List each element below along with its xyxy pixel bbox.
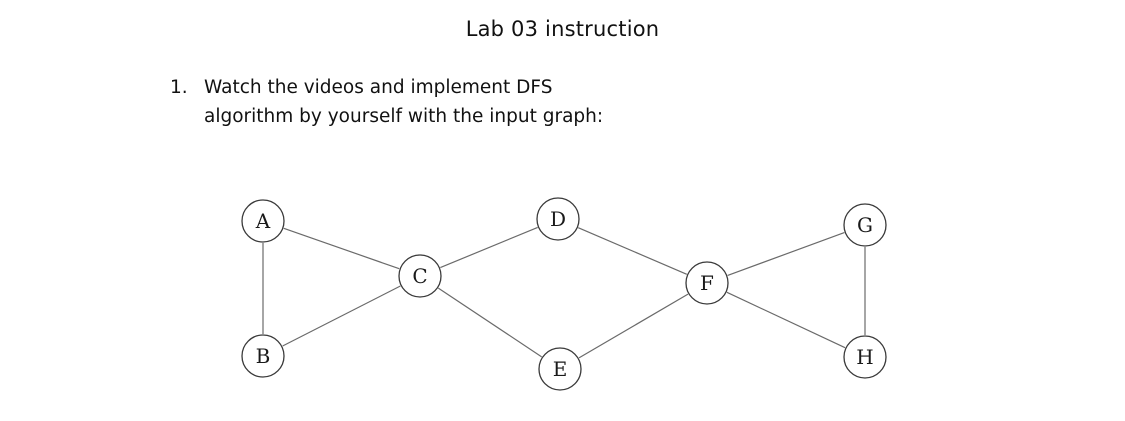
node-circle xyxy=(685,261,729,305)
node-label: E xyxy=(553,357,568,381)
node-b: B xyxy=(241,334,285,378)
edge-c-e xyxy=(437,287,543,358)
node-label: F xyxy=(700,271,714,295)
node-f: F xyxy=(685,261,729,305)
edge-c-d xyxy=(440,226,538,269)
node-circle xyxy=(843,335,887,379)
node-c: C xyxy=(398,254,442,298)
node-h: H xyxy=(843,335,887,379)
edge-e-f xyxy=(578,293,689,359)
node-circle xyxy=(536,197,580,241)
instruction-number: 1. xyxy=(170,77,188,98)
edge-f-g xyxy=(727,232,845,276)
instruction-item: 1. Watch the videos and implement DFS alg… xyxy=(170,73,603,131)
document-title: Lab 03 instruction xyxy=(465,17,660,41)
instruction-text-1: Watch the videos and implement DFS xyxy=(204,77,553,98)
node-d: D xyxy=(536,197,580,241)
edge-d-f xyxy=(577,227,688,275)
edge-b-c xyxy=(282,285,401,347)
node-circle xyxy=(241,199,285,243)
edge-f-h xyxy=(726,291,846,349)
node-e: E xyxy=(538,347,582,391)
node-label: C xyxy=(412,264,427,288)
node-circle xyxy=(241,334,285,378)
node-g: G xyxy=(843,203,887,247)
node-circle xyxy=(398,254,442,298)
node-circle xyxy=(843,203,887,247)
graph-nodes: A B C D E F G H xyxy=(241,197,887,391)
node-a: A xyxy=(241,199,285,243)
node-label: B xyxy=(256,344,271,368)
instruction-line-2: algorithm by yourself with the input gra… xyxy=(204,106,604,127)
node-label: D xyxy=(550,207,566,231)
edge-a-c xyxy=(283,227,400,270)
graph-edges xyxy=(262,226,866,359)
node-label: G xyxy=(857,213,873,237)
instruction-line-1: 1. Watch the videos and implement DFS xyxy=(170,73,603,102)
node-label: A xyxy=(255,209,271,233)
node-circle xyxy=(538,347,582,391)
node-label: H xyxy=(856,345,873,369)
